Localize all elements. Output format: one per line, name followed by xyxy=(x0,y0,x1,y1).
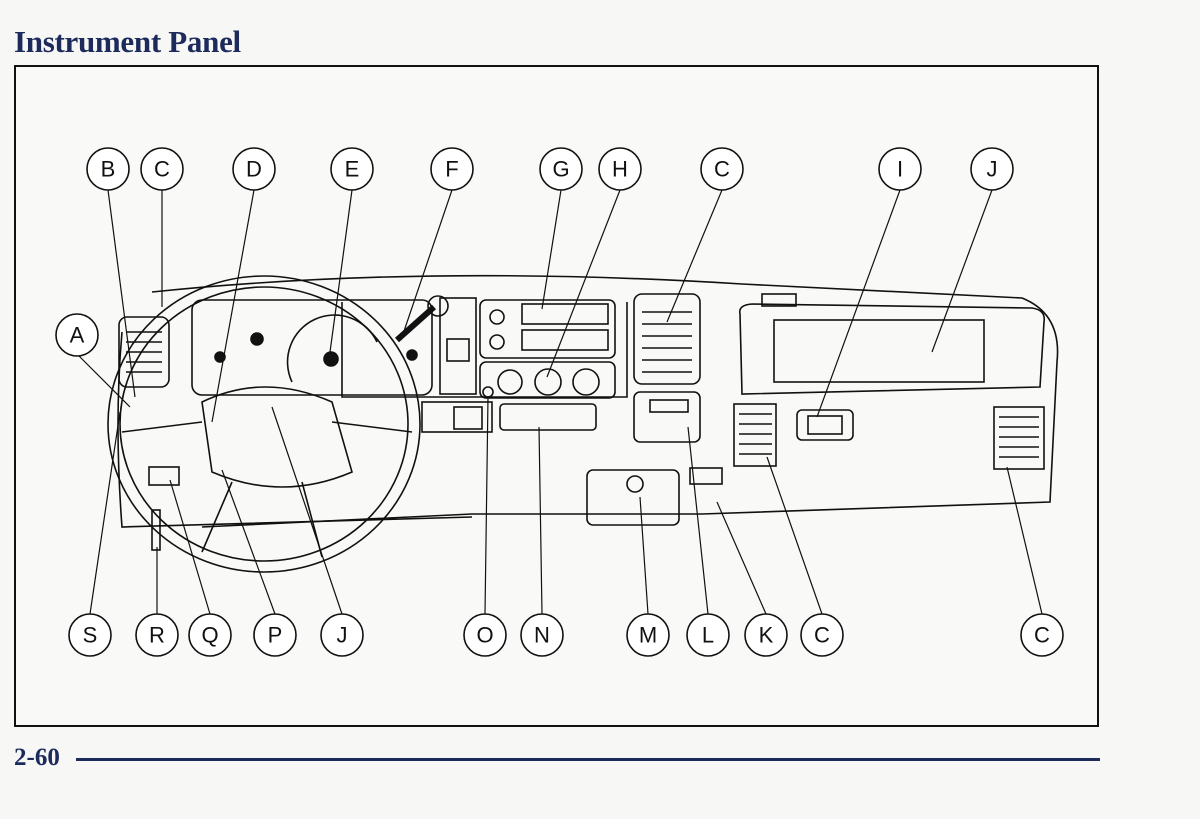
dashboard-lower-edge xyxy=(117,331,473,528)
callout-label-Q: Q xyxy=(201,623,218,648)
instrument-panel-illustration: B C D E F G H C I J A S xyxy=(55,147,1064,657)
leader-lines xyxy=(76,189,1043,615)
callout-circle xyxy=(86,147,130,191)
callout-circle xyxy=(878,147,922,191)
callout-label-P: P xyxy=(268,623,283,648)
tach-hub xyxy=(406,349,418,361)
dashboard-outline xyxy=(151,274,1059,528)
callout-circle xyxy=(686,613,730,657)
callout-circle xyxy=(1020,613,1064,657)
passenger-vent-1 xyxy=(733,403,777,467)
radio xyxy=(479,299,616,359)
callout-circle xyxy=(320,613,364,657)
callout-circle xyxy=(598,147,642,191)
callout-label-C: C xyxy=(714,157,730,182)
footer-rule xyxy=(76,758,1100,761)
dashboard-line-art xyxy=(107,274,1059,573)
callout-label-J: J xyxy=(987,157,998,182)
callout-label-K: K xyxy=(759,623,774,648)
steering-wheel-hub xyxy=(201,386,353,488)
glove-box-latch xyxy=(796,409,854,441)
glove-box xyxy=(773,319,985,383)
climate-knob-3 xyxy=(572,368,600,396)
callout-label-M: M xyxy=(639,623,657,648)
bottom-callouts: S R Q P J O N M L K C C xyxy=(68,613,1064,657)
callout-label-O: O xyxy=(476,623,493,648)
callout-circle xyxy=(539,147,583,191)
left-vent xyxy=(118,316,170,388)
callout-circle xyxy=(970,147,1014,191)
callout-label-J: J xyxy=(337,623,348,648)
callout-circle xyxy=(68,613,112,657)
callout-label-B: B xyxy=(101,157,116,182)
callout-label-E: E xyxy=(345,157,360,182)
center-display xyxy=(439,297,477,395)
page-number: 2-60 xyxy=(14,744,60,771)
temp-gauge-hub xyxy=(250,332,264,346)
callout-circle xyxy=(253,613,297,657)
glove-box-outline xyxy=(738,303,1046,395)
hood-release xyxy=(151,509,161,551)
callout-circle xyxy=(55,313,99,357)
climate-knob-1 xyxy=(497,369,523,395)
callout-circle xyxy=(188,613,232,657)
headlamp-switch xyxy=(148,466,180,486)
callout-circle xyxy=(700,147,744,191)
callout-label-C: C xyxy=(1034,623,1050,648)
callout-label-F: F xyxy=(445,157,458,182)
top-callouts: B C D E F G H C I J xyxy=(86,147,1014,191)
callout-label-H: H xyxy=(612,157,628,182)
callout-circle xyxy=(800,613,844,657)
callout-circle xyxy=(140,147,184,191)
callout-circle xyxy=(232,147,276,191)
callout-label-I: I xyxy=(897,157,903,182)
steering-wheel-rim xyxy=(107,275,421,573)
callout-label-R: R xyxy=(149,623,165,648)
gauge-cluster xyxy=(191,299,433,396)
callout-label-D: D xyxy=(246,157,262,182)
callout-label-A: A xyxy=(70,323,85,348)
callout-label-S: S xyxy=(83,623,98,648)
center-vent xyxy=(633,293,701,385)
climate-knob-2 xyxy=(534,368,562,396)
callout-circle xyxy=(463,613,507,657)
lower-storage xyxy=(586,469,680,526)
callout-label-C: C xyxy=(814,623,830,648)
side-callouts: A xyxy=(55,313,99,357)
speedometer-hub xyxy=(323,351,339,367)
illustration-frame: B C D E F G H C I J A S xyxy=(14,65,1099,727)
callout-label-C: C xyxy=(154,157,170,182)
callout-circle xyxy=(520,613,564,657)
callout-circle xyxy=(626,613,670,657)
callout-circle xyxy=(330,147,374,191)
callout-circle xyxy=(744,613,788,657)
callout-label-L: L xyxy=(702,623,714,648)
fuel-gauge-hub xyxy=(214,351,226,363)
callout-label-G: G xyxy=(552,157,569,182)
callout-circle xyxy=(135,613,179,657)
callout-label-N: N xyxy=(534,623,550,648)
climate-panel xyxy=(479,361,616,399)
callout-circle xyxy=(430,147,474,191)
page-title: Instrument Panel xyxy=(14,24,241,59)
ashtray xyxy=(499,403,597,431)
passenger-vent-2 xyxy=(993,406,1045,470)
